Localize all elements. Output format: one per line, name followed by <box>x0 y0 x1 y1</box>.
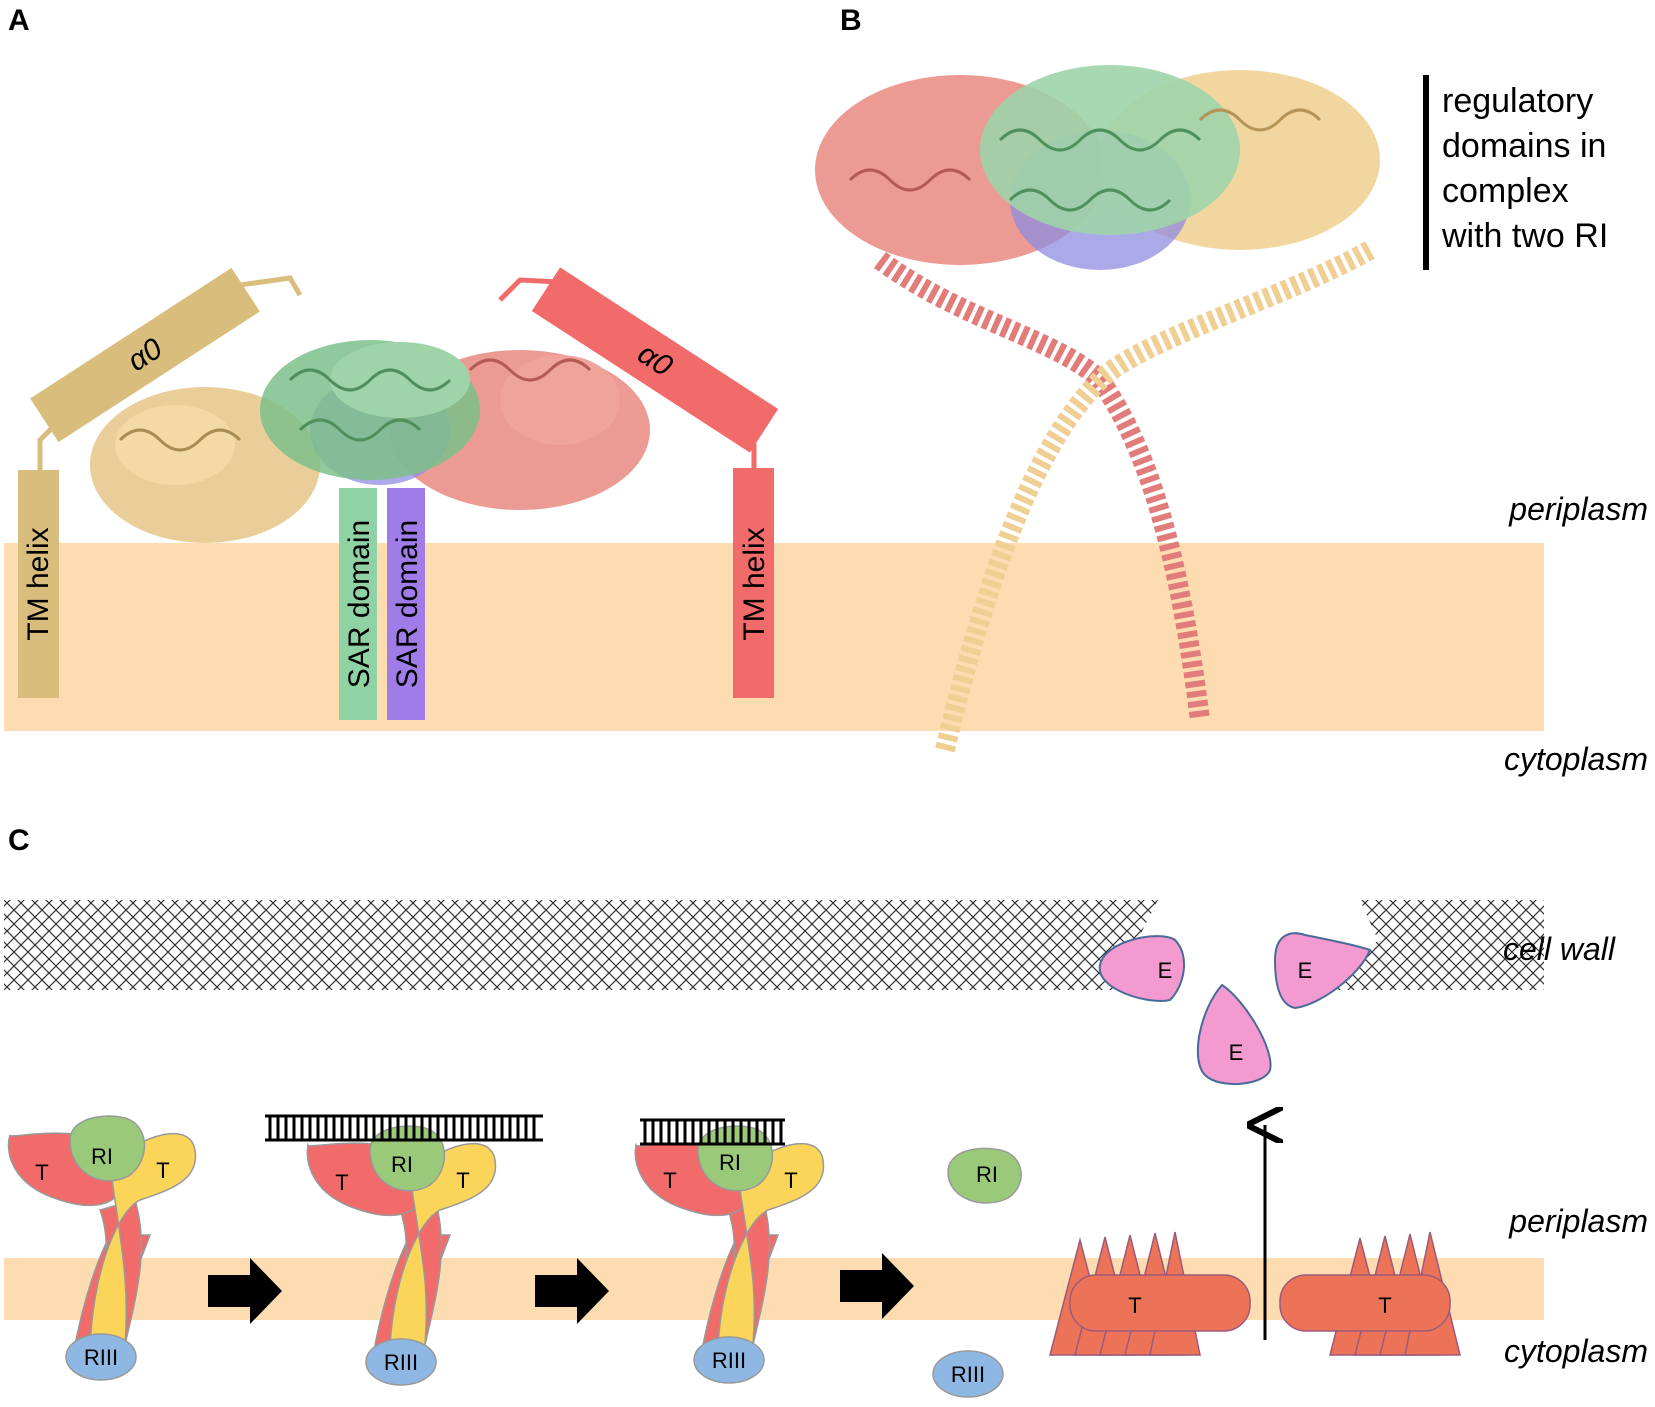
c3-RI: RI <box>719 1150 741 1175</box>
free-RI-label: RI <box>976 1162 998 1187</box>
step-arrow-1 <box>208 1258 282 1324</box>
ladder-2 <box>265 1114 543 1142</box>
tm-helix-right <box>733 468 774 698</box>
cytoplasm-label-bottom: cytoplasm <box>1504 1333 1648 1369</box>
complex-3: T T RI RIII <box>634 1125 825 1384</box>
periplasm-label-top: periplasm <box>1508 491 1648 527</box>
enzyme-E-2-label: E <box>1298 958 1313 983</box>
sar-domain-purple <box>387 488 425 720</box>
free-RI <box>947 1147 1022 1204</box>
regulatory-bracket <box>1423 75 1429 270</box>
enzyme-E-1-label: E <box>1158 958 1173 983</box>
c2-RI: RI <box>391 1152 413 1177</box>
regulatory-note-line3: complex <box>1442 172 1569 210</box>
c1-RI: RI <box>91 1144 113 1169</box>
regulatory-note-line1: regulatory <box>1442 82 1593 120</box>
pore-right: T <box>1279 1231 1461 1356</box>
panel-c-label: C <box>8 824 30 857</box>
sar-domain-green-label: SAR domain <box>343 520 376 688</box>
tm-helix-left-label: TM helix <box>22 527 55 640</box>
cell-wall-left <box>4 900 1158 990</box>
regulatory-note-line2: domains in <box>1442 127 1606 165</box>
tan-subunit-schematic <box>18 267 303 698</box>
enzyme-E-1 <box>1098 935 1186 1002</box>
complex-1: T T RI RIII <box>7 1115 197 1381</box>
enzyme-E-3-label: E <box>1229 1040 1244 1065</box>
free-RIII-label: RIII <box>951 1362 985 1387</box>
c2-RIII: RIII <box>384 1350 418 1375</box>
sar-domain-green <box>339 488 377 720</box>
step-arrow-2 <box>535 1258 609 1324</box>
protein-structure-a <box>90 340 650 543</box>
periplasm-label-bottom: periplasm <box>1508 1203 1648 1239</box>
enzyme-E-2 <box>1273 932 1372 1010</box>
cell-wall-right <box>1330 900 1544 990</box>
cytoplasm-label-top: cytoplasm <box>1504 741 1648 777</box>
c1-T-right: T <box>156 1158 169 1183</box>
c1-T-left: T <box>35 1160 48 1185</box>
complex-2: T T RI RIII <box>306 1125 497 1386</box>
tm-helix-left <box>18 470 59 698</box>
ladder-3 <box>640 1118 785 1146</box>
c2-T-left: T <box>335 1170 348 1195</box>
panel-a-label: A <box>8 4 30 37</box>
cell-wall-label: cell wall <box>1503 931 1616 967</box>
pore-left: T <box>1049 1231 1251 1356</box>
regulatory-note-line4: with two RI <box>1441 217 1608 255</box>
c3-T-right: T <box>784 1168 797 1193</box>
sar-domain-purple-label: SAR domain <box>391 520 424 688</box>
c1-RIII: RIII <box>84 1345 118 1370</box>
enzyme-E-3 <box>1196 983 1272 1086</box>
step-arrow-3 <box>840 1253 914 1319</box>
c3-T-left: T <box>663 1168 676 1193</box>
panel-b-label: B <box>840 4 862 37</box>
c3-RIII: RIII <box>712 1348 746 1373</box>
red-subunit-schematic <box>498 267 779 698</box>
tm-helix-right-label: TM helix <box>738 527 771 640</box>
c2-T-right: T <box>456 1168 469 1193</box>
free-RIII <box>932 1350 1004 1398</box>
protein-structure-b <box>815 65 1380 753</box>
pore-left-T: T <box>1128 1293 1141 1318</box>
pore-right-T: T <box>1378 1293 1391 1318</box>
